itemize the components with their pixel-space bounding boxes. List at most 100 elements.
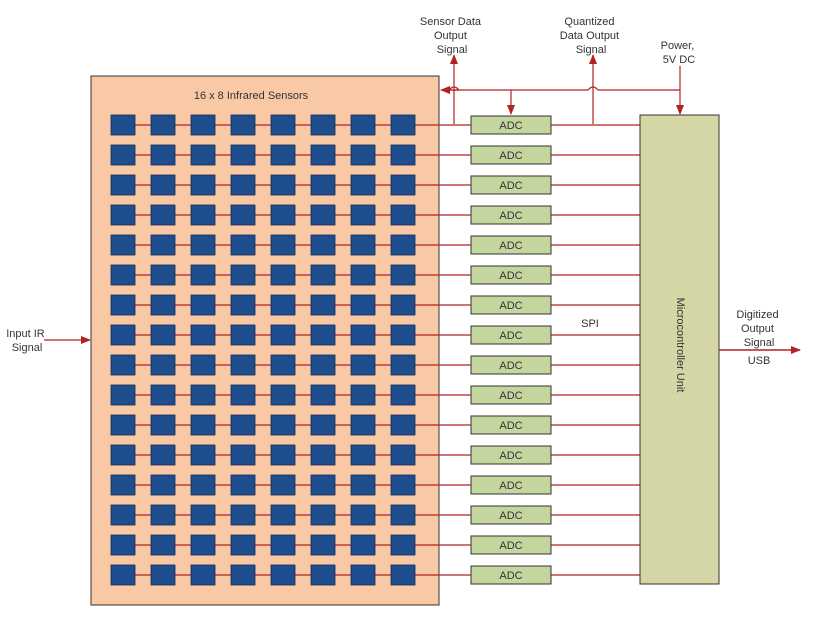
ir-sensor xyxy=(310,264,336,286)
ir-sensor xyxy=(230,504,256,526)
ir-sensor xyxy=(390,114,416,136)
ir-sensor xyxy=(230,444,256,466)
quantized-output-label: Quantized Data Output Signal xyxy=(560,16,622,56)
adc-label: ADC xyxy=(499,480,522,492)
ir-sensor xyxy=(230,264,256,286)
spi-label: SPI xyxy=(581,318,599,330)
ir-sensor xyxy=(350,264,376,286)
ir-sensor xyxy=(310,354,336,376)
ir-sensor xyxy=(190,414,216,436)
adc-block xyxy=(470,565,552,585)
adc-block xyxy=(470,145,552,165)
ir-sensor xyxy=(310,474,336,496)
adc-label: ADC xyxy=(499,540,522,552)
ir-sensor xyxy=(270,234,296,256)
ir-sensor xyxy=(150,234,176,256)
ir-sensor xyxy=(270,264,296,286)
ir-sensor xyxy=(110,174,136,196)
ir-sensor xyxy=(270,414,296,436)
ir-sensor xyxy=(350,294,376,316)
ir-sensor xyxy=(350,474,376,496)
ir-sensor xyxy=(110,474,136,496)
adc-label: ADC xyxy=(499,240,522,252)
ir-sensor xyxy=(390,354,416,376)
ir-sensor xyxy=(350,534,376,556)
ir-sensor xyxy=(270,504,296,526)
adc-label: ADC xyxy=(499,150,522,162)
adc-block xyxy=(470,295,552,315)
ir-sensor xyxy=(190,114,216,136)
sensor-array-panel xyxy=(90,75,440,606)
ir-sensor xyxy=(350,444,376,466)
ir-sensor xyxy=(110,234,136,256)
ir-sensor xyxy=(270,204,296,226)
ir-sensor xyxy=(150,474,176,496)
ir-sensor xyxy=(390,414,416,436)
ir-sensor xyxy=(190,234,216,256)
ir-sensor xyxy=(230,144,256,166)
adc-block xyxy=(470,355,552,375)
ir-sensor xyxy=(310,444,336,466)
ir-sensor xyxy=(150,504,176,526)
adc-label: ADC xyxy=(499,420,522,432)
ir-sensor xyxy=(310,414,336,436)
ir-sensor xyxy=(190,294,216,316)
ir-sensor xyxy=(150,144,176,166)
microcontroller-unit xyxy=(639,114,720,585)
ir-sensor xyxy=(230,294,256,316)
ir-sensor xyxy=(110,444,136,466)
ir-sensor xyxy=(230,114,256,136)
ir-sensor xyxy=(310,564,336,586)
ir-sensor xyxy=(270,444,296,466)
ir-sensor xyxy=(110,564,136,586)
ir-sensor xyxy=(230,564,256,586)
ir-sensor xyxy=(110,354,136,376)
sensor-output-label: Sensor Data Output Signal xyxy=(420,16,484,56)
ir-sensor xyxy=(110,204,136,226)
ir-sensor xyxy=(350,384,376,406)
adc-label: ADC xyxy=(499,360,522,372)
ir-sensor xyxy=(190,174,216,196)
ir-sensor xyxy=(110,264,136,286)
ir-sensor xyxy=(310,204,336,226)
ir-sensor xyxy=(110,294,136,316)
ir-sensor xyxy=(110,414,136,436)
adc-block xyxy=(470,385,552,405)
ir-sensor xyxy=(190,564,216,586)
adc-block xyxy=(470,445,552,465)
ir-sensor xyxy=(150,534,176,556)
ir-sensor xyxy=(110,114,136,136)
ir-sensor xyxy=(190,384,216,406)
adc-block xyxy=(470,265,552,285)
ir-sensor xyxy=(270,174,296,196)
adc-block xyxy=(470,415,552,435)
ir-sensor xyxy=(270,384,296,406)
ir-sensor xyxy=(270,534,296,556)
adc-block xyxy=(470,235,552,255)
adc-label: ADC xyxy=(499,390,522,402)
ir-sensor xyxy=(150,444,176,466)
ir-sensor xyxy=(190,534,216,556)
ir-sensor xyxy=(310,174,336,196)
power-label: Power, 5V DC xyxy=(661,40,698,66)
ir-sensor xyxy=(270,324,296,346)
ir-sensor xyxy=(390,474,416,496)
ir-sensor xyxy=(270,114,296,136)
ir-sensor xyxy=(310,384,336,406)
ir-sensor xyxy=(230,324,256,346)
ir-sensor xyxy=(390,294,416,316)
adc-label: ADC xyxy=(499,450,522,462)
ir-sensor xyxy=(390,144,416,166)
sensor-grid xyxy=(110,114,416,586)
ir-sensor xyxy=(350,204,376,226)
adc-label: ADC xyxy=(499,270,522,282)
ir-sensor xyxy=(390,444,416,466)
adc-block xyxy=(470,475,552,495)
microcontroller-unit-label: Microcontroller Unit xyxy=(674,298,686,393)
ir-sensor xyxy=(230,384,256,406)
adc-label: ADC xyxy=(499,120,522,132)
ir-sensor xyxy=(390,384,416,406)
ir-sensor xyxy=(310,324,336,346)
adc-label: ADC xyxy=(499,180,522,192)
